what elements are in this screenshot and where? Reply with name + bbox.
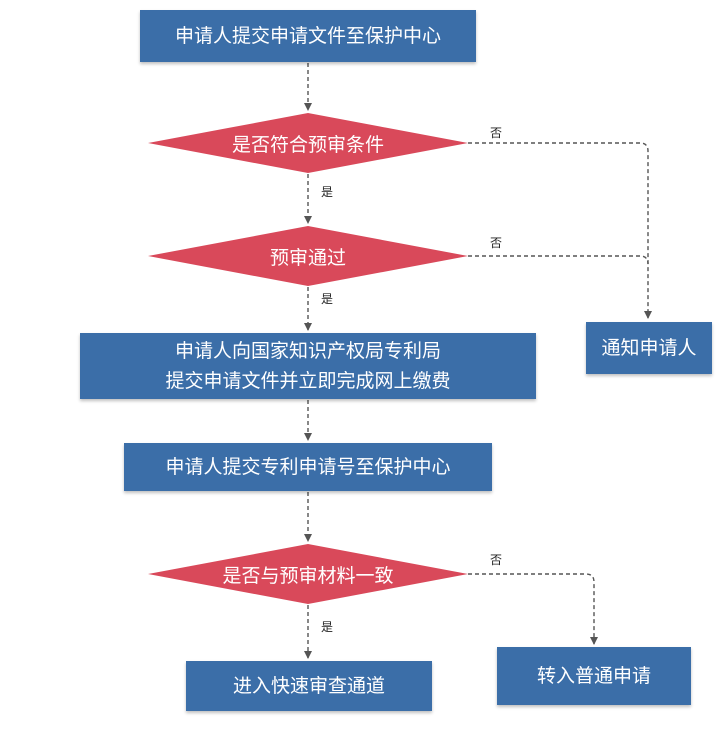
decision-pass-label: 预审通过 — [148, 243, 468, 270]
arrow-consistent-no-to-normal — [468, 574, 594, 644]
step-submit-box: 申请人提交申请文件至保护中心 — [140, 10, 476, 62]
step-submit-number-label: 申请人提交专利申请号至保护中心 — [165, 452, 450, 482]
normal-application-box: 转入普通申请 — [497, 647, 691, 705]
arrow-conditions-no-to-notify — [468, 143, 648, 318]
edge-label-no-conditions: 否 — [490, 124, 502, 141]
notify-applicant-label: 通知申请人 — [601, 333, 696, 363]
step-file-label-line1: 申请人向国家知识产权局专利局 — [175, 336, 441, 366]
edge-label-yes-pass: 是 — [321, 290, 333, 307]
step-submit-number-box: 申请人提交专利申请号至保护中心 — [124, 443, 492, 491]
step-file-box: 申请人向国家知识产权局专利局 提交申请文件并立即完成网上缴费 — [80, 333, 536, 399]
fast-track-box: 进入快速审查通道 — [186, 661, 432, 711]
step-file-label-line2: 提交申请文件并立即完成网上缴费 — [165, 366, 450, 396]
decision-consistent-label: 是否与预审材料一致 — [148, 561, 468, 588]
edge-label-no-pass: 否 — [490, 234, 502, 251]
arrow-pass-no-join — [468, 256, 648, 264]
fast-track-label: 进入快速审查通道 — [233, 671, 385, 701]
edge-label-no-consistent: 否 — [490, 551, 502, 568]
edge-label-yes-consistent: 是 — [321, 618, 333, 635]
step-submit-label: 申请人提交申请文件至保护中心 — [175, 21, 441, 51]
edge-label-yes-conditions: 是 — [321, 183, 333, 200]
notify-applicant-box: 通知申请人 — [586, 322, 712, 374]
decision-conditions-label: 是否符合预审条件 — [148, 130, 468, 157]
normal-application-label: 转入普通申请 — [537, 661, 651, 691]
